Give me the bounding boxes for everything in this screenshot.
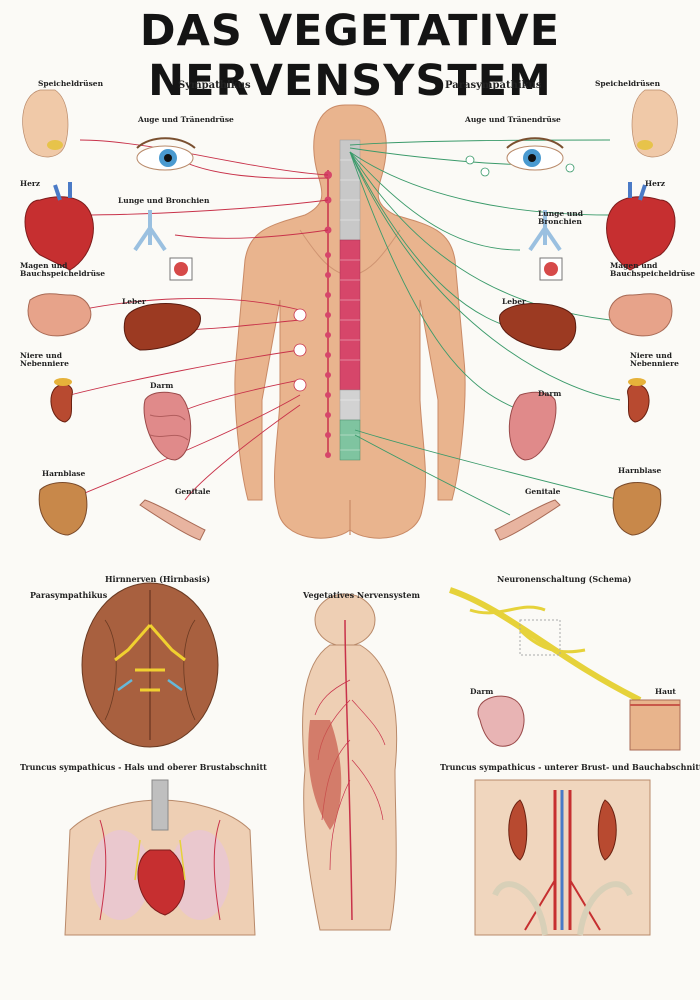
label-haut-schema: Haut: [655, 687, 676, 696]
label-right-auge: Auge und Tränendrüse: [465, 115, 561, 124]
sympathetic-nerves: [69, 139, 329, 501]
header-sympathikus: Sympathikus: [178, 80, 251, 91]
section-truncus-hals: Truncus sympathicus - Hals und oberer Br…: [20, 762, 267, 772]
label-right-herz: Herz: [645, 179, 666, 188]
section-hirnnerven: Hirnnerven (Hirnbasis): [105, 574, 211, 584]
label-right-genitale: Genitale: [525, 487, 561, 496]
section-vegetatives: Vegetatives Nervensystem: [303, 590, 420, 600]
label-right-speicheldruesen: Speicheldrüsen: [595, 79, 661, 88]
left-organs: [22, 89, 206, 541]
label-left-darm: Darm: [150, 381, 174, 390]
label-darm-schema: Darm: [470, 687, 494, 696]
section-truncus-brust: Truncus sympathicus - unterer Brust- und…: [440, 762, 700, 772]
section-parasympathikus: Parasympathikus: [30, 590, 108, 600]
label-left-harnblase: Harnblase: [42, 469, 86, 478]
label-left-niere: Niere und Nebenniere: [20, 351, 69, 369]
right-organs: [494, 89, 678, 541]
label-left-lunge: Lunge und Bronchien: [118, 196, 210, 205]
neuron-schema: [449, 587, 681, 751]
label-right-lunge: Lunge und Bronchien: [538, 209, 583, 227]
label-left-speicheldruesen: Speicheldrüsen: [38, 79, 104, 88]
label-left-herz: Herz: [20, 179, 41, 188]
poster-title: DAS VEGETATIVE NERVENSYSTEM: [139, 6, 561, 106]
label-right-darm: Darm: [538, 389, 562, 398]
label-left-auge: Auge und Tränendrüse: [138, 115, 234, 124]
label-left-leber: Leber: [122, 297, 147, 306]
section-neuronenschaltung: Neuronenschaltung (Schema): [497, 574, 632, 584]
lower-abdomen: [474, 779, 651, 936]
label-left-genitale: Genitale: [175, 487, 211, 496]
upper-chest: [64, 779, 256, 936]
label-right-niere: Niere und Nebenniere: [630, 351, 679, 369]
header-parasympathikus: Parasympathikus: [445, 80, 542, 91]
brain-base: [81, 582, 219, 748]
side-body-figure: [302, 593, 398, 931]
label-right-magen: Magen und Bauchspeicheldrüse: [610, 261, 696, 279]
label-right-harnblase: Harnblase: [618, 466, 662, 475]
label-left-magen: Magen und Bauchspeicheldrüse: [20, 261, 106, 279]
label-right-leber: Leber: [502, 297, 527, 306]
